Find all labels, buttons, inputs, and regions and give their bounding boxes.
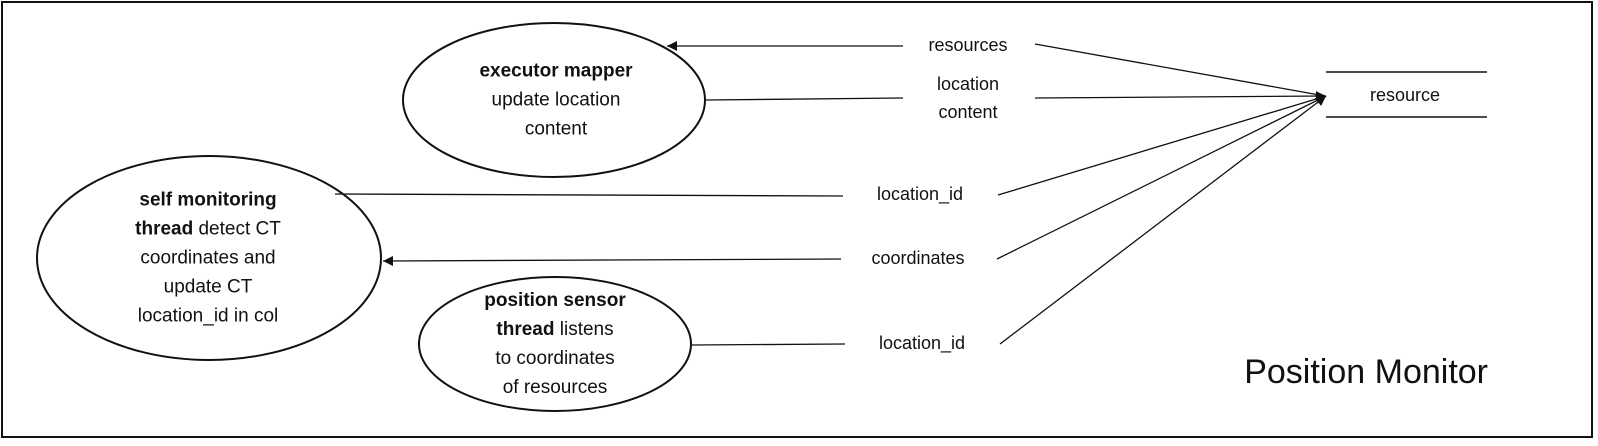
diagram-title: Position Monitor [1244,353,1488,391]
flow-location-content-left [705,97,904,101]
self-monitoring-desc-line2: detect CT [193,218,281,240]
position-sensor-name-line2: thread [496,319,555,340]
flow-label-location-content: location content [936,70,1000,126]
position-sensor-desc-line4: of resources [502,377,608,398]
flow-label-location-content-line2: content [938,102,998,122]
flow-label-resources: resources [928,31,1008,59]
flow-label-location-content-line1: location [936,74,1000,94]
self-monitoring-desc-line4: update CT [163,276,253,298]
self-monitoring-desc-line3: coordinates and [140,247,276,269]
executor-mapper-process [402,22,706,178]
position-sensor-name-line1: position sensor [484,290,626,311]
self-monitoring-label: self monitoring thread detect CT coordin… [135,186,281,331]
self-monitoring-name-line1: self monitoring [139,189,277,211]
flow-location-content-right [1034,91,1327,102]
self-monitoring-name-line2: thread [135,218,194,240]
flow-label-coordinates: coordinates [871,244,965,272]
flow-location-id-upper-right [997,94,1327,196]
flow-label-location-id-upper: location_id [876,180,964,208]
flow-coordinates-left [382,255,842,266]
resource-store-label: resource [1369,85,1441,105]
flow-resources-right [1034,43,1326,97]
flow-location-id-upper-left [334,193,844,197]
executor-mapper-desc-line1: update location [491,89,621,111]
flow-coordinates-right [996,95,1327,260]
flow-location-id-lower-left [691,343,846,346]
position-sensor-desc-line3: to coordinates [495,348,615,369]
executor-mapper-desc-line2: content [524,118,588,140]
diagram-frame [1,1,1593,438]
position-sensor-desc-line2: listens [554,319,614,340]
position-sensor-process [418,276,692,412]
flow-location-id-lower-right [999,95,1327,345]
self-monitoring-desc-line5: location_id in col [137,305,279,327]
self-monitoring-process [36,155,382,361]
executor-mapper-label: executor mapper update location content [479,57,632,144]
position-sensor-label: position sensor thread listens to coordi… [484,286,625,402]
executor-mapper-name: executor mapper [479,60,633,82]
flow-label-location-id-lower: location_id [878,329,966,357]
